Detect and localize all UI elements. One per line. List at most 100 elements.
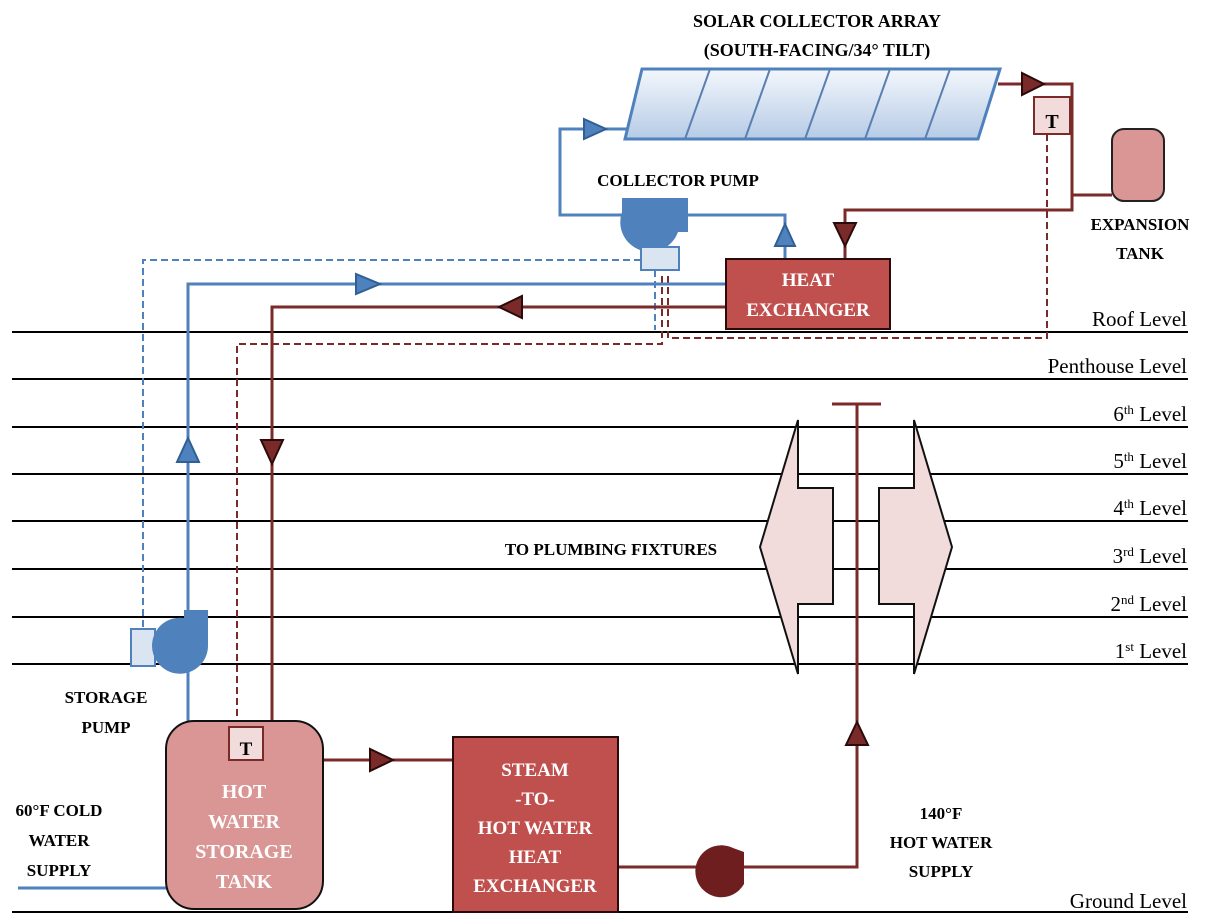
solar-array-subtitle: (SOUTH-FACING/34° TILT) <box>704 40 930 61</box>
hot-water-storage-tank: T HOT WATER STORAGE TANK <box>165 720 324 910</box>
tank-thermostat-control-line <box>236 272 663 727</box>
storage-tank-label-2: WATER <box>208 811 280 833</box>
flow-arrow-icon <box>1021 71 1047 97</box>
collector-thermostat: T <box>1033 96 1071 135</box>
collector-pump-label: COLLECTOR PUMP <box>597 171 759 190</box>
level-5-label: 5th Level <box>1113 449 1187 473</box>
level-6-suffix: th <box>1124 402 1135 417</box>
fixture-arrow-right-icon <box>878 419 954 675</box>
panel-divider <box>804 68 831 140</box>
steam-hx-label: STEAM <box>501 760 569 781</box>
level-6-word: Level <box>1134 402 1187 426</box>
level-4-number: 4 <box>1113 496 1124 520</box>
level-3-label: 3rd Level <box>1113 544 1188 568</box>
steam-heat-exchanger: STEAM -TO- HOT WATER HEAT EXCHANGER <box>452 736 619 913</box>
hot-supply-label-2: HOT WATER <box>890 833 993 852</box>
level-1-number: 1 <box>1115 639 1126 663</box>
fixture-arrow-left-icon <box>758 419 834 675</box>
hot-water-riser-pipe <box>744 404 859 869</box>
solar-collector-array: SOLAR COLLECTOR ARRAY (SOUTH-FACING/34° … <box>623 11 1003 141</box>
storage-pump-label: STORAGE <box>65 688 148 707</box>
level-2-label: 2nd Level <box>1110 592 1187 616</box>
flow-arrow-icon <box>832 222 858 249</box>
thermostat-icon <box>228 726 264 761</box>
collector-pump-discharge-pipe <box>688 213 787 258</box>
storage-tank-label-4: TANK <box>216 871 273 893</box>
expansion-tank-label: EXPANSION <box>1091 215 1191 234</box>
level-labels: Roof Level Penthouse Level 6th Level 5th… <box>1048 307 1188 913</box>
panel-divider <box>744 68 771 140</box>
steam-hx-label-3: HOT WATER <box>478 818 593 839</box>
flow-arrow-icon <box>844 719 870 746</box>
flow-arrow-icon <box>355 272 383 296</box>
flow-arrow-icon <box>496 294 523 320</box>
level-1-label: 1st Level <box>1115 639 1187 663</box>
hx-to-tank-pipe <box>270 305 726 727</box>
expansion-tank-body <box>1111 128 1165 202</box>
steam-hx-label-5: EXCHANGER <box>473 876 597 897</box>
level-4-label: 4th Level <box>1113 496 1187 520</box>
hot-supply-label-3: SUPPLY <box>909 862 974 881</box>
panel-divider <box>924 68 951 140</box>
steam-hx-label-2: -TO- <box>515 789 555 810</box>
flow-arrow-icon <box>175 435 201 463</box>
storage-tank-label: HOT <box>222 781 267 803</box>
steam-hx-label-4: HEAT <box>509 847 562 868</box>
level-5-suffix: th <box>1124 449 1135 464</box>
hot-water-supply: 140°F HOT WATER SUPPLY <box>890 804 993 881</box>
storage-pump-label-2: PUMP <box>81 718 130 737</box>
cold-supply-label: 60°F COLD <box>16 801 103 820</box>
storage-pump-motor <box>130 628 156 667</box>
storage-pump-control-line <box>142 259 645 627</box>
thermostat-symbol: T <box>240 739 253 760</box>
heat-exchanger-box <box>725 258 891 330</box>
storage-tank-body <box>165 720 324 910</box>
collector-pump-motor <box>640 246 680 271</box>
level-3-number: 3 <box>1113 544 1124 568</box>
heat-exchanger-label: HEAT <box>782 270 835 291</box>
pump-icon <box>695 845 744 898</box>
level-1-suffix: st <box>1125 639 1134 654</box>
roof-level-label: Roof Level <box>1092 307 1187 331</box>
plumbing-fixtures: TO PLUMBING FIXTURES <box>505 419 954 675</box>
expansion-tank-label-2: TANK <box>1116 244 1165 263</box>
storage-pump: STORAGE PUMP <box>65 610 208 737</box>
level-1-word: Level <box>1134 639 1187 663</box>
flow-arrow-icon <box>259 439 285 467</box>
hot-water-pump <box>695 845 744 898</box>
plumbing-fixtures-label: TO PLUMBING FIXTURES <box>505 540 717 559</box>
cold-water-supply-pipe <box>18 282 726 890</box>
flow-arrow-icon <box>583 117 609 141</box>
flow-arrow-icon <box>369 747 396 773</box>
steam-hx-box <box>452 736 619 913</box>
solar-panel-icon <box>623 67 1003 141</box>
storage-tank-label-3: STORAGE <box>195 841 292 863</box>
level-2-number: 2 <box>1110 592 1121 616</box>
collector-pump: COLLECTOR PUMP <box>597 171 759 271</box>
level-3-word: Level <box>1134 544 1187 568</box>
control-lines <box>142 134 1048 727</box>
thermostat-symbol: T <box>1045 111 1059 133</box>
pump-icon <box>620 198 688 252</box>
level-2-word: Level <box>1134 592 1187 616</box>
level-3-suffix: rd <box>1123 544 1134 559</box>
panel-divider <box>864 68 891 140</box>
cold-supply-label-2: WATER <box>28 831 90 850</box>
pump-icon <box>152 610 208 674</box>
penthouse-level-label: Penthouse Level <box>1048 354 1188 378</box>
level-5-word: Level <box>1134 449 1187 473</box>
level-6-number: 6 <box>1113 402 1124 426</box>
heat-exchanger: HEAT EXCHANGER <box>725 258 891 330</box>
ground-level-label: Ground Level <box>1070 889 1187 913</box>
level-5-number: 5 <box>1113 449 1124 473</box>
solar-array-title: SOLAR COLLECTOR ARRAY <box>693 11 941 31</box>
flow-arrow-icon <box>773 221 797 247</box>
flow-arrows <box>175 71 1047 773</box>
collector-thermostat-control-line <box>667 134 1048 339</box>
hot-loop-pipes <box>270 82 1112 869</box>
heat-exchanger-label-2: EXCHANGER <box>746 300 870 321</box>
cold-supply-label-3: SUPPLY <box>27 861 92 880</box>
panel-divider <box>684 68 711 140</box>
level-2-suffix: nd <box>1121 592 1135 607</box>
